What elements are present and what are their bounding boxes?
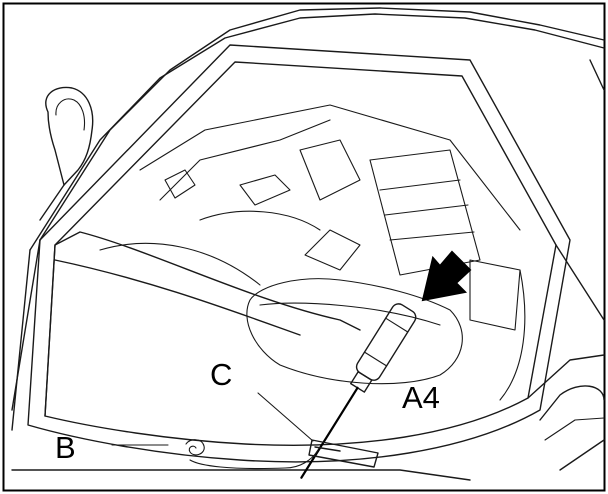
dashboard [44, 231, 361, 417]
windshield-clip [284, 439, 379, 469]
screwdriver-icon [300, 303, 417, 479]
leader-line-c [257, 392, 314, 442]
item-b-coil [185, 439, 286, 470]
down-left-arrow-icon [421, 250, 472, 302]
side-mirror [39, 86, 94, 221]
interior [99, 104, 526, 401]
label-b: B [55, 430, 76, 465]
car-body [11, 7, 605, 481]
windshield [27, 44, 571, 463]
label-c: C [210, 357, 232, 392]
label-a4: A4 [402, 380, 440, 415]
fender-right [527, 244, 605, 441]
